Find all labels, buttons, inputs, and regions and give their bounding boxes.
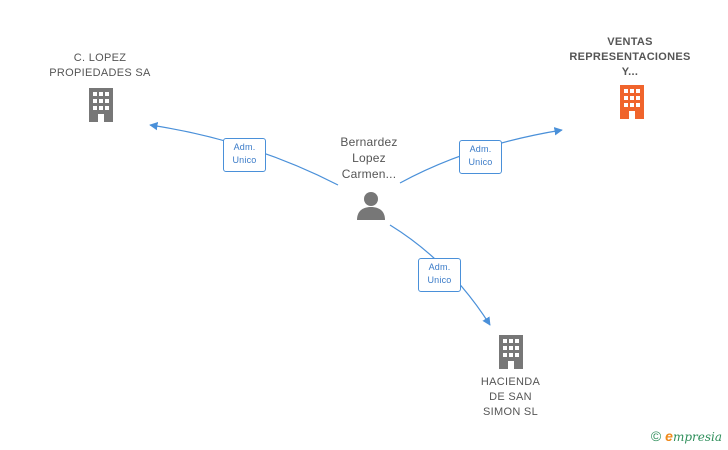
edge-label-bottom-line1: Adm. [428, 262, 451, 272]
building-icon[interactable] [616, 85, 648, 119]
brand-logo: empresia [665, 428, 722, 444]
person-label[interactable]: Bernardez Lopez Carmen... [324, 134, 414, 182]
person-label-line1: Bernardez [340, 135, 398, 149]
edge-label-left-line2: Unico [232, 155, 257, 165]
edge-label-focus-line1: Adm. [469, 144, 492, 154]
person-label-line2: Lopez [352, 151, 386, 165]
edge-label-left[interactable]: Adm. Unico [223, 138, 266, 172]
brand-initial: e [665, 428, 673, 444]
copyright-icon: © [650, 428, 662, 444]
company-bottom-label[interactable]: HACIENDA DE SAN SIMON SL [463, 375, 558, 420]
company-bottom-label-line2: DE SAN [489, 391, 532, 403]
brand-watermark: © empresia [651, 428, 722, 444]
edge-label-focus[interactable]: Adm. Unico [459, 140, 502, 174]
company-focus-label-line3: Y... [621, 66, 639, 78]
edge-label-bottom[interactable]: Adm. Unico [418, 258, 461, 292]
company-focus-label[interactable]: VENTAS REPRESENTACIONES Y... [555, 35, 705, 80]
company-left-label[interactable]: C. LOPEZ PROPIEDADES SA [30, 51, 170, 81]
company-focus-label-line2: REPRESENTACIONES [569, 51, 691, 63]
edge-label-left-line1: Adm. [233, 142, 256, 152]
brand-name: mpresia [672, 430, 722, 444]
building-icon[interactable] [495, 335, 527, 369]
person-label-line3: Carmen... [341, 167, 397, 181]
company-focus-label-line1: VENTAS [607, 36, 653, 48]
company-bottom-label-line3: SIMON SL [483, 406, 538, 418]
company-bottom-label-line1: HACIENDA [480, 376, 541, 388]
company-left-label-line1: C. LOPEZ [73, 52, 127, 64]
person-icon[interactable] [356, 190, 386, 220]
edge-label-focus-line2: Unico [468, 157, 493, 167]
building-icon[interactable] [85, 88, 117, 122]
company-left-label-line2: PROPIEDADES SA [49, 67, 151, 79]
edge-label-bottom-line2: Unico [427, 275, 452, 285]
